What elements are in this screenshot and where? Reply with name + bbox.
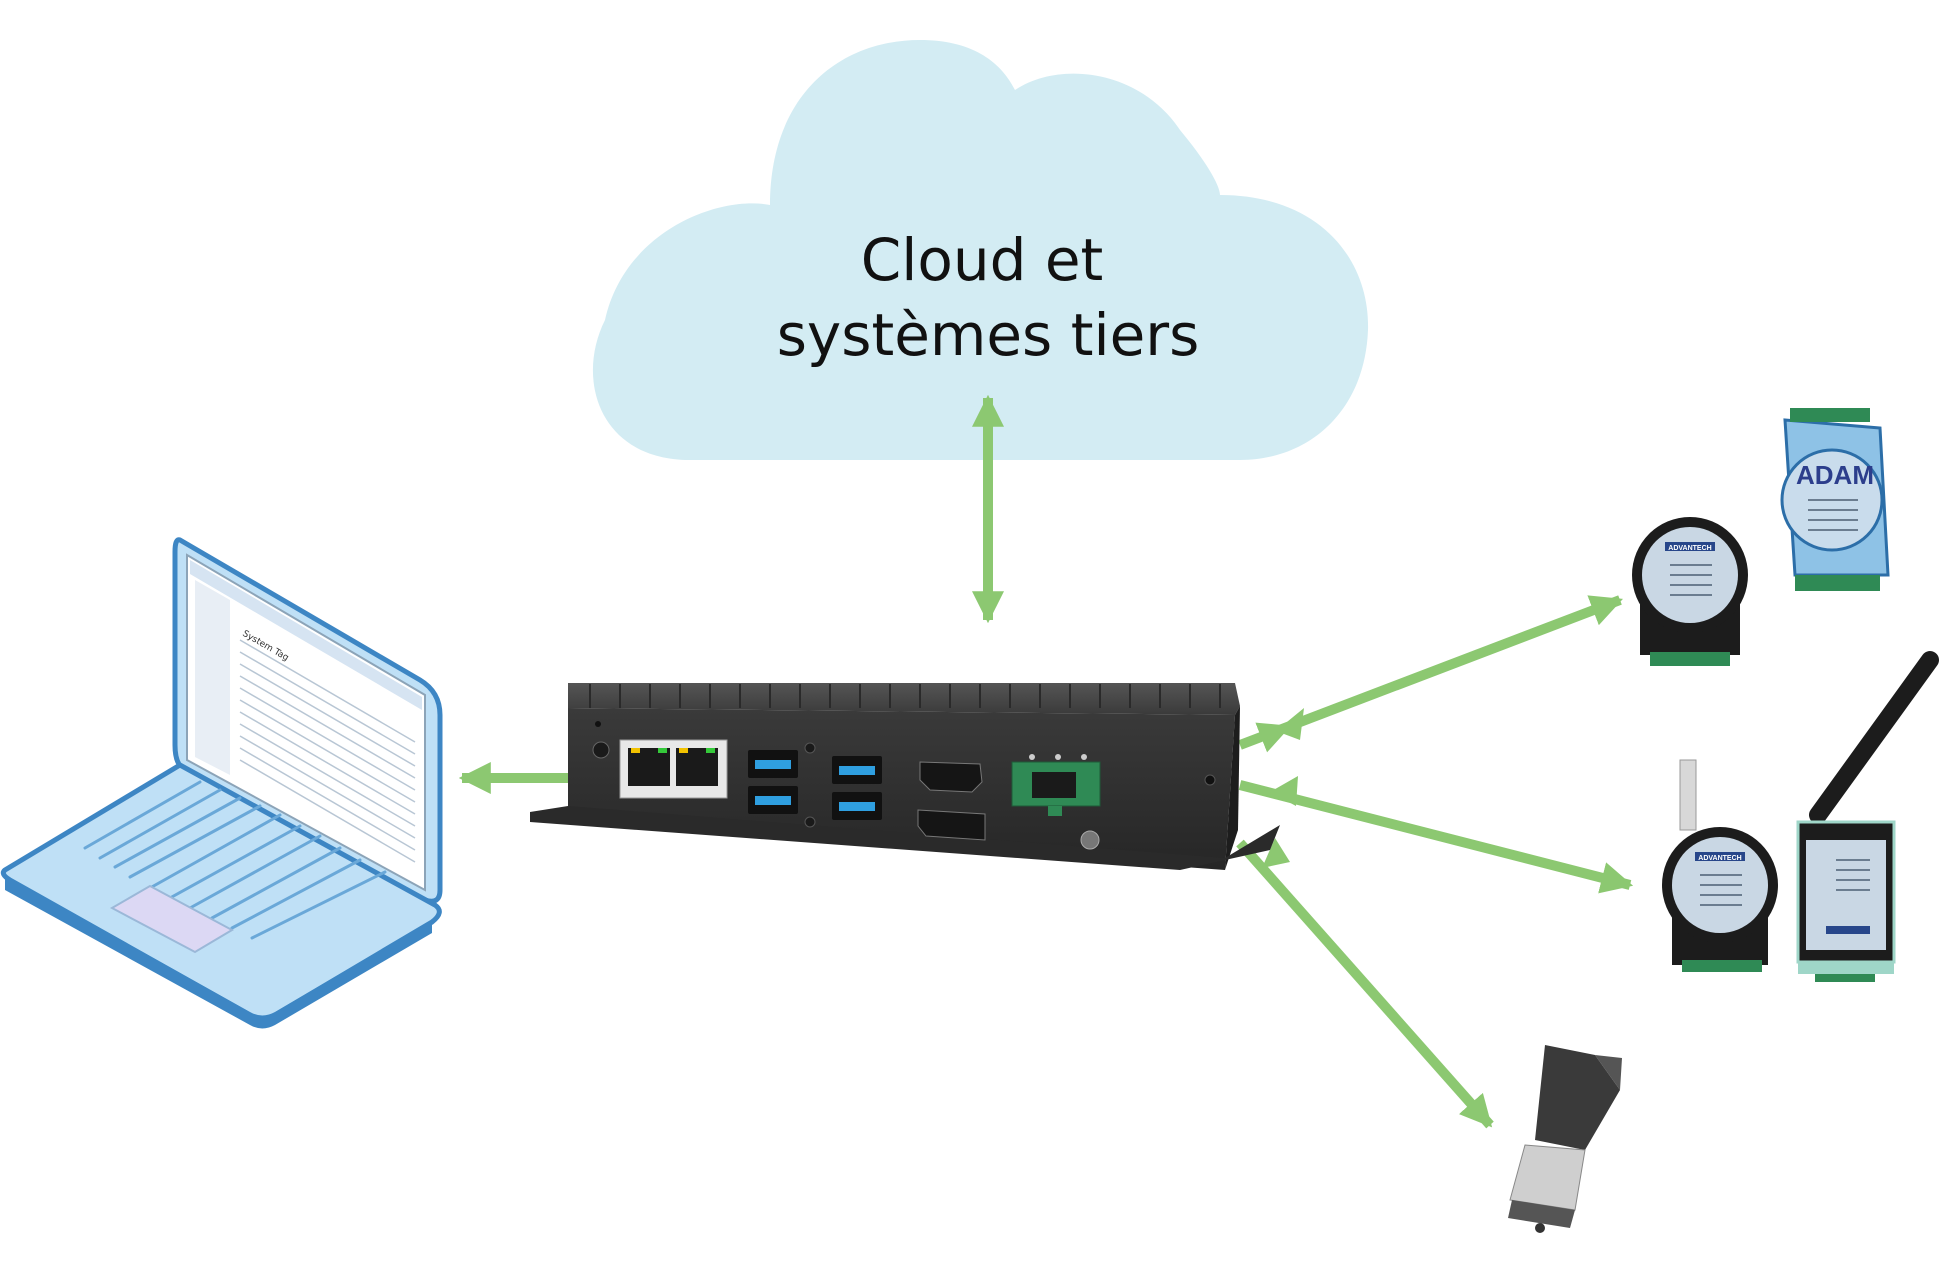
lan-port-2 [676,748,718,786]
camera-lens [1509,1144,1586,1211]
advantech-io-module: ADVANTECH [1632,517,1748,666]
adam-bottom-terminals [1795,575,1880,591]
laptop: System Tag [0,537,443,1029]
power-terminal [1011,754,1101,816]
cloud-label-line1: Cloud et [861,226,1104,294]
cloud-shape [592,40,1369,460]
cloud: Cloud et systèmes tiers [592,40,1369,460]
terminal-block [1011,761,1101,807]
screen-titlebar [190,560,422,710]
edge-gateway [530,683,1280,870]
usb-ports [748,742,882,828]
power-led [595,721,601,727]
adam-logo: ADAM [1796,460,1874,490]
screen-tree-panel [195,580,230,775]
adam-top-terminals [1790,408,1870,422]
arrowhead-3 [1262,838,1290,868]
lan-port-1 [628,748,670,786]
arrowhead-1 [1276,708,1304,740]
laptop-trackpad [109,884,235,954]
module-2-brand: ADVANTECH [1698,855,1741,862]
side-screw [1204,774,1216,786]
gateway-side [1225,706,1240,870]
hdmi-port [919,761,983,793]
power-button [592,741,610,759]
inward-arrowheads [1262,708,1304,868]
ground-screw [1080,830,1100,850]
connection-arrows [458,394,1634,1129]
arrow-gateway-wireless [1238,780,1634,894]
module-1-brand: ADVANTECH [1668,545,1711,552]
gateway-fins [589,684,1221,708]
industrial-camera [1508,1045,1622,1233]
wireless-gateway-module [1796,651,1939,982]
adam-io-module: ADAM [1780,408,1890,591]
laptop-screen [186,553,426,892]
wireless-io-module: ADVANTECH [1662,759,1778,972]
laptop-keyboard [83,780,387,940]
lan-ports [619,739,728,799]
laptop-base-edge [5,875,432,1029]
camera-body [1535,1045,1620,1150]
gateway-top [568,683,1240,715]
module-3-antenna [1809,651,1939,824]
cloud-label-line2: systèmes tiers [777,301,1200,369]
arrow-gateway-io-modules [1238,595,1623,750]
arrow-gateway-camera [1236,839,1494,1129]
module-2-antenna [1679,759,1697,831]
arrowhead-2 [1270,776,1298,806]
gateway-mount-flange [530,806,1280,870]
displayport-port [917,809,986,841]
